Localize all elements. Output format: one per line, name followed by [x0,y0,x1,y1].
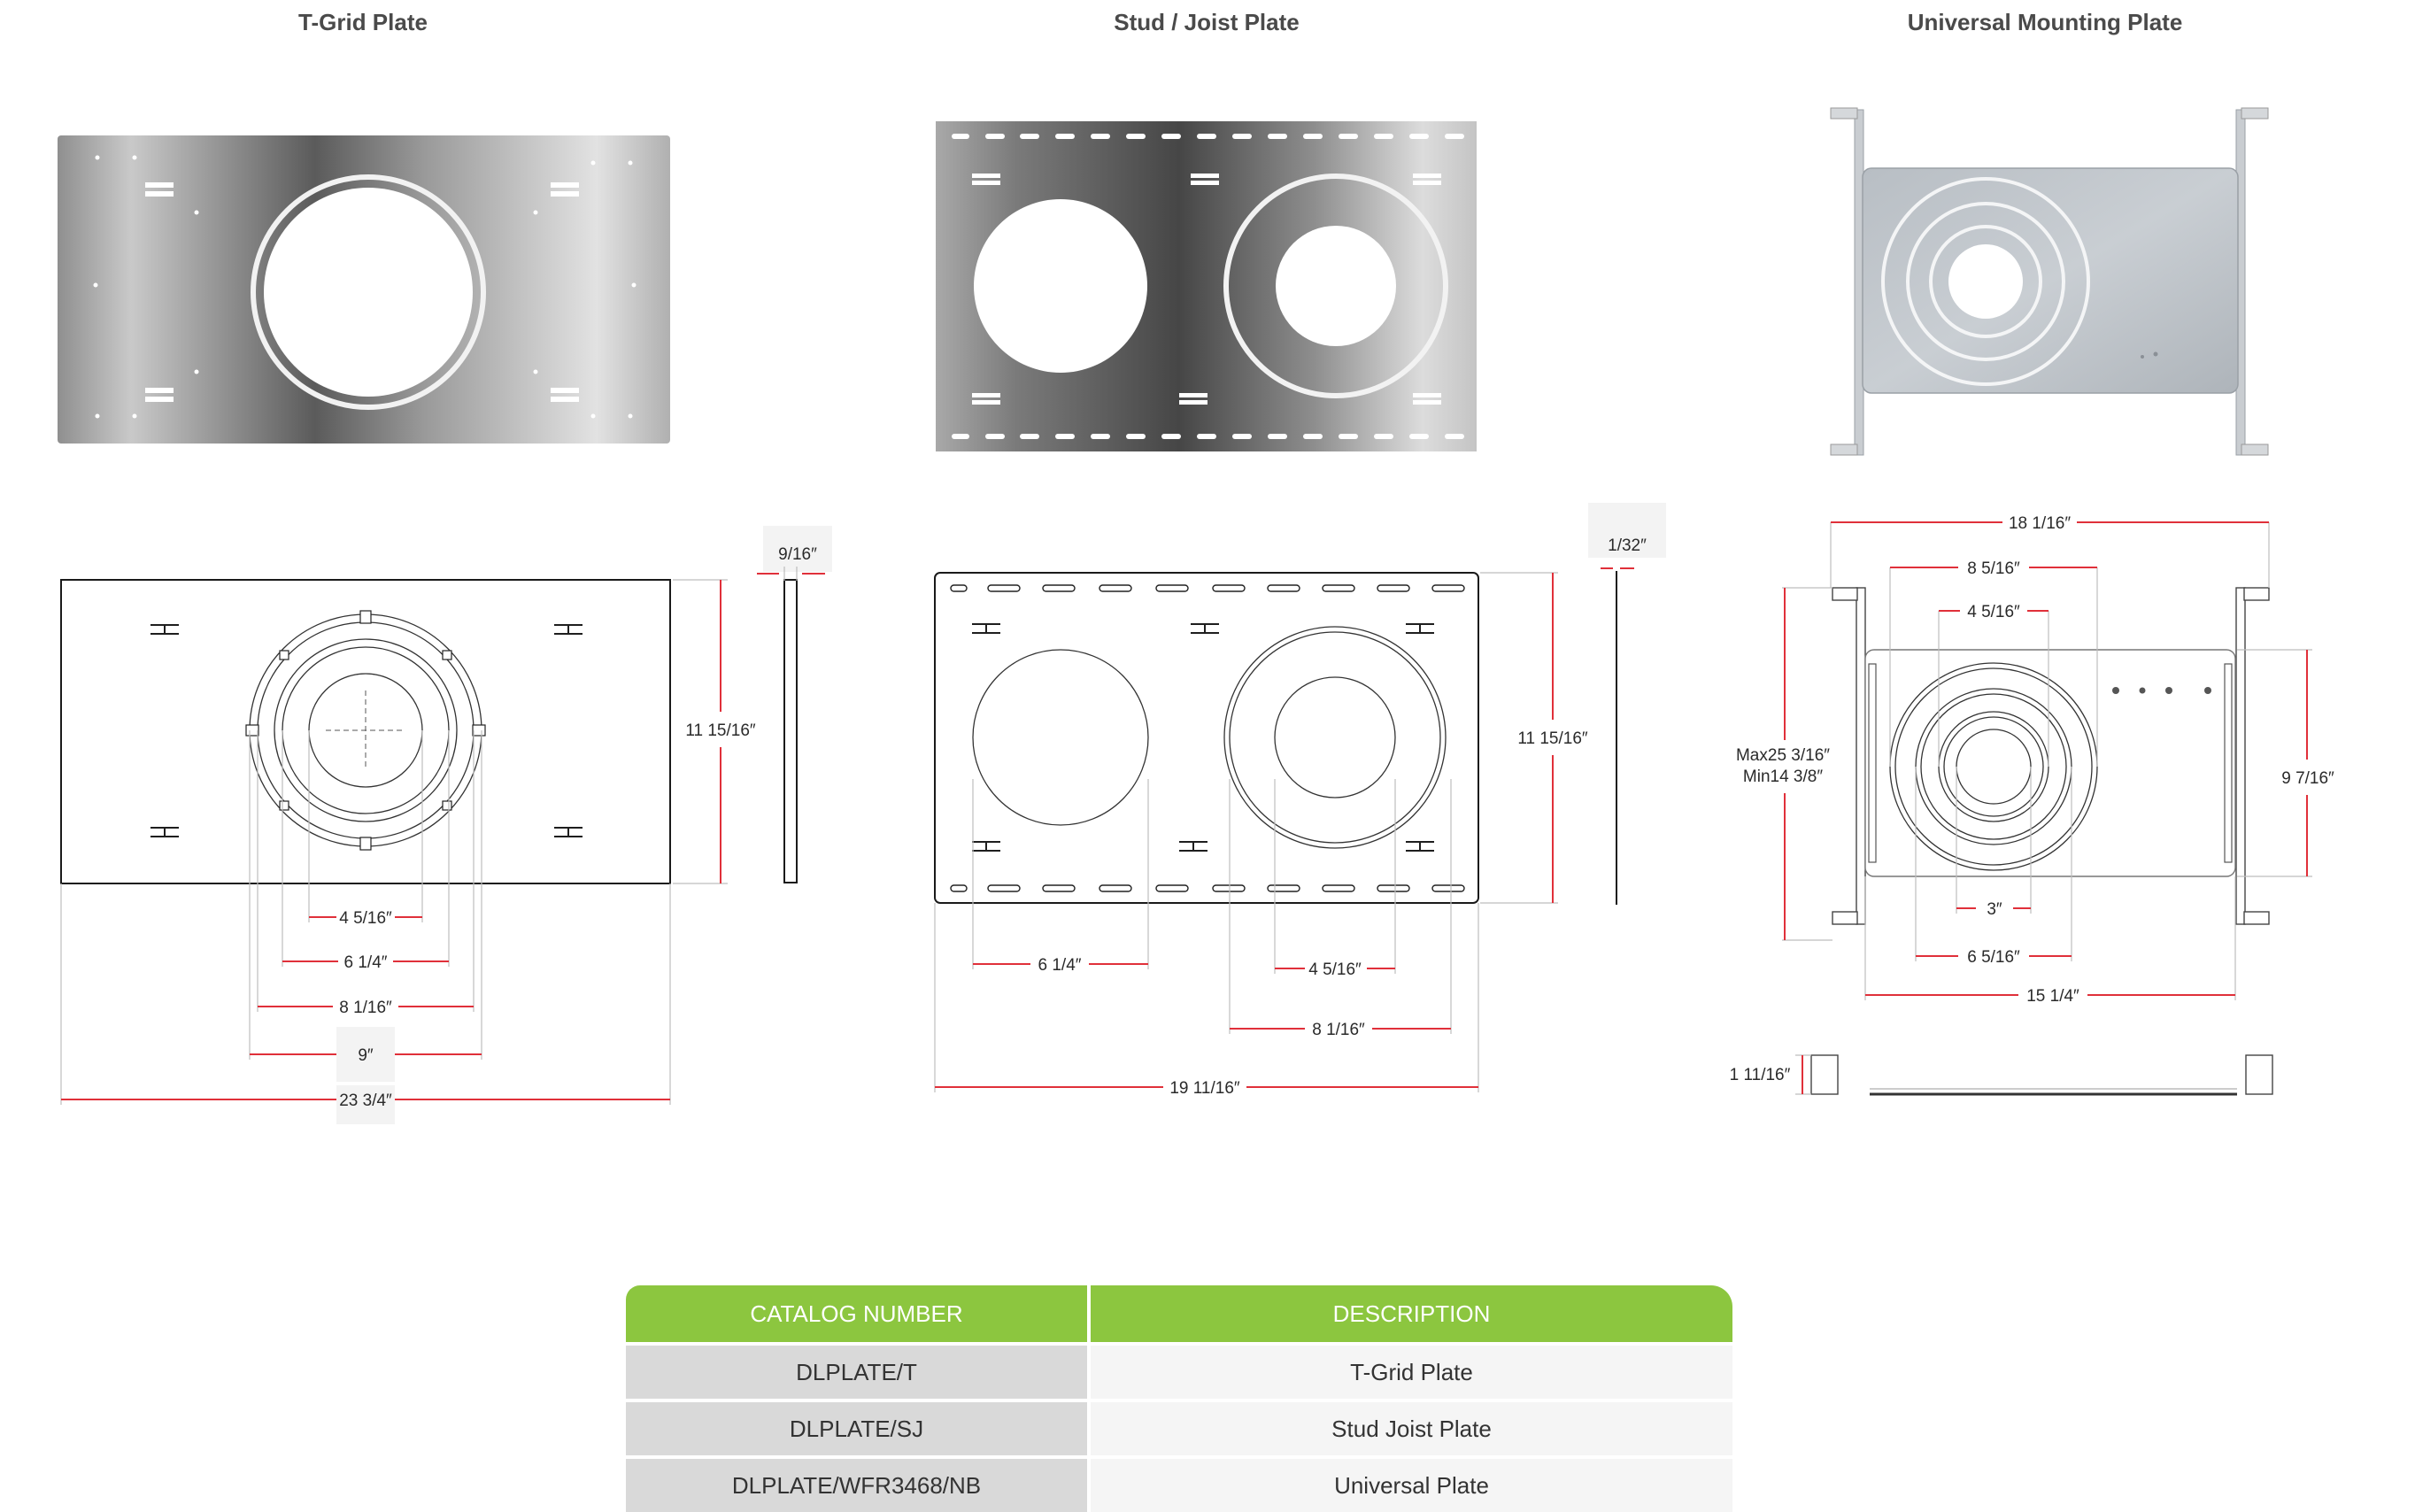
catalog-cell: DLPLATE/SJ [626,1399,1091,1455]
universal-photo [1830,107,2269,456]
studjoist-dimensions [934,503,1666,1101]
universal-ring-inner-label: 3″ [1987,900,2002,919]
universal-ring-mid-label: 4 5/16″ [1967,603,2020,621]
tgrid-dimension-labels: 11 15/16″ 9/16″ 4 5/16″ 6 1/4″ 8 1/16″ 9… [339,545,817,1110]
universal-drawing [1810,587,2273,1096]
catalog-cell: DLPLATE/T [626,1342,1091,1399]
studjoist-hole-inner-label: 4 5/16″ [1308,960,1362,979]
studjoist-hole-outer-label: 8 1/16″ [1312,1021,1365,1039]
universal-plate-width-label: 15 1/4″ [2026,987,2079,1006]
universal-dimension-labels: 18 1/16″ 8 5/16″ 4 5/16″ Max25 3/16″ Min… [1730,514,2334,1084]
universal-depth-label: 1 11/16″ [1730,1066,1791,1084]
tgrid-d4-label: 9″ [358,1046,374,1065]
studjoist-width-label: 19 11/16″ [1169,1079,1240,1098]
description-cell: Universal Plate [1091,1455,1732,1512]
studjoist-hole-left-label: 6 1/4″ [1038,956,1082,975]
catalog-table: CATALOG NUMBER DESCRIPTION DLPLATE/T T-G… [626,1285,1732,1512]
tgrid-d1-label: 4 5/16″ [339,909,392,928]
universal-span-max-label: Max25 3/16″ [1736,746,1830,765]
universal-dimensions [1726,508,2348,1095]
tgrid-dimensions [60,526,832,1124]
tgrid-title: T-Grid Plate [298,9,428,35]
description-header: DESCRIPTION [1091,1285,1732,1342]
universal-overall-label: 18 1/16″ [2009,514,2071,533]
tgrid-d3-label: 8 1/16″ [339,999,392,1017]
universal-plate-height-label: 9 7/16″ [2281,769,2334,788]
universal-span-min-label: Min14 3/8″ [1743,768,1823,786]
tgrid-d2-label: 6 1/4″ [344,953,388,972]
studjoist-title: Stud / Joist Plate [1114,9,1300,35]
tgrid-height-label: 11 15/16″ [685,721,756,740]
catalog-cell: DLPLATE/WFR3468/NB [626,1455,1091,1512]
table-row: DLPLATE/WFR3468/NB Universal Plate [626,1455,1732,1512]
universal-title: Universal Mounting Plate [1908,9,2183,35]
studjoist-drawing [934,571,1617,905]
tgrid-width-label: 23 3/4″ [339,1092,392,1110]
description-cell: T-Grid Plate [1091,1342,1732,1399]
table-header-row: CATALOG NUMBER DESCRIPTION [626,1285,1732,1342]
studjoist-dimension-labels: 11 15/16″ 1/32″ 6 1/4″ 4 5/16″ 8 1/16″ 1… [1038,536,1647,1098]
tgrid-photo [58,135,670,444]
studjoist-thickness-label: 1/32″ [1608,536,1647,555]
universal-ring-outer-label: 8 5/16″ [1967,559,2020,578]
universal-ring-6-label: 6 5/16″ [1967,948,2020,967]
studjoist-photo [936,121,1477,451]
table-row: DLPLATE/SJ Stud Joist Plate [626,1399,1732,1455]
tgrid-thickness-label: 9/16″ [778,545,817,564]
table-row: DLPLATE/T T-Grid Plate [626,1342,1732,1399]
studjoist-height-label: 11 15/16″ [1517,729,1588,748]
catalog-number-header: CATALOG NUMBER [626,1285,1091,1342]
description-cell: Stud Joist Plate [1091,1399,1732,1455]
